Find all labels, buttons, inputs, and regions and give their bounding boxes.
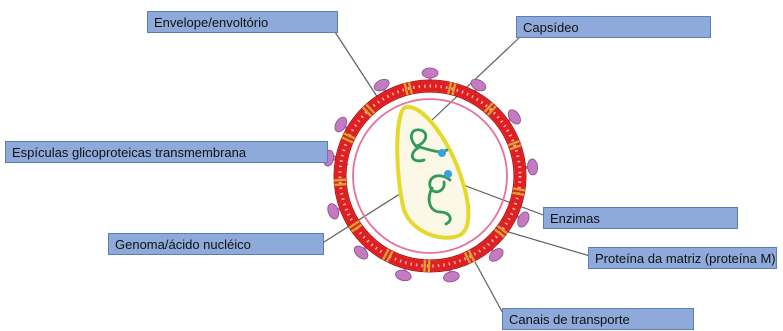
enzyme-dot-2 (444, 170, 452, 178)
label-channels: Canais de transporte (502, 308, 694, 330)
label-genome: Genoma/ácido nucléico (108, 233, 324, 255)
enzyme-dot-1 (438, 149, 446, 157)
leader-line-capsid (432, 37, 520, 120)
leader-line-channels (475, 262, 505, 317)
label-capsid: Capsídeo (516, 16, 711, 38)
label-envelope: Envelope/envoltório (147, 11, 338, 33)
leader-line-envelope (335, 32, 378, 98)
label-matrix: Proteína da matriz (proteína M) (588, 247, 777, 269)
label-enzymes: Enzimas (543, 207, 738, 229)
capsid-shape (397, 107, 468, 238)
leader-line-matrix (495, 228, 590, 256)
label-spicules: Espículas glicoproteicas transmembrana (5, 141, 328, 163)
